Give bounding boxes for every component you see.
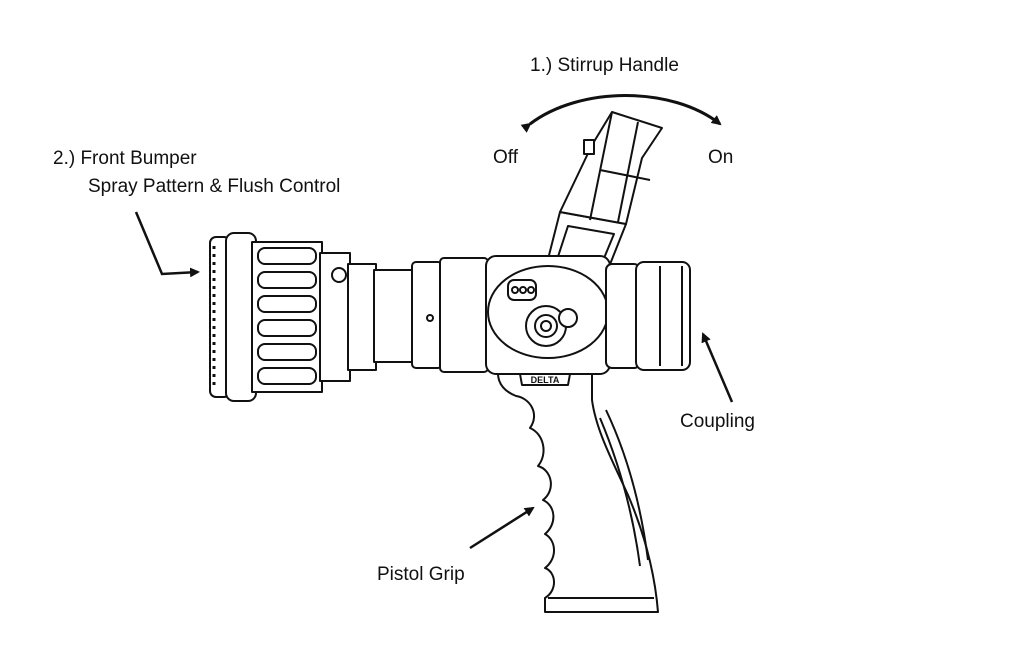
pistol-grip-callout-arrow: [469, 506, 535, 550]
spray-pattern-label: Spray Pattern & Flush Control: [88, 176, 341, 197]
off-label: Off: [493, 147, 518, 168]
coupling: [605, 261, 691, 371]
front-bumper-label: 2.) Front Bumper: [53, 148, 197, 169]
pistol-grip: [497, 372, 659, 613]
front-bumper: [209, 232, 415, 402]
coupling-callout-arrow: [701, 332, 734, 403]
on-label: On: [708, 147, 734, 168]
stirrup-handle-label: 1.) Stirrup Handle: [530, 55, 679, 76]
pistol-grip-label: Pistol Grip: [377, 564, 465, 585]
valve-body: [411, 255, 611, 375]
brand-label: DELTA: [531, 375, 560, 385]
coupling-label: Coupling: [680, 411, 755, 432]
rotation-arrow: [520, 94, 722, 133]
front-bumper-callout-arrow: [134, 211, 200, 278]
